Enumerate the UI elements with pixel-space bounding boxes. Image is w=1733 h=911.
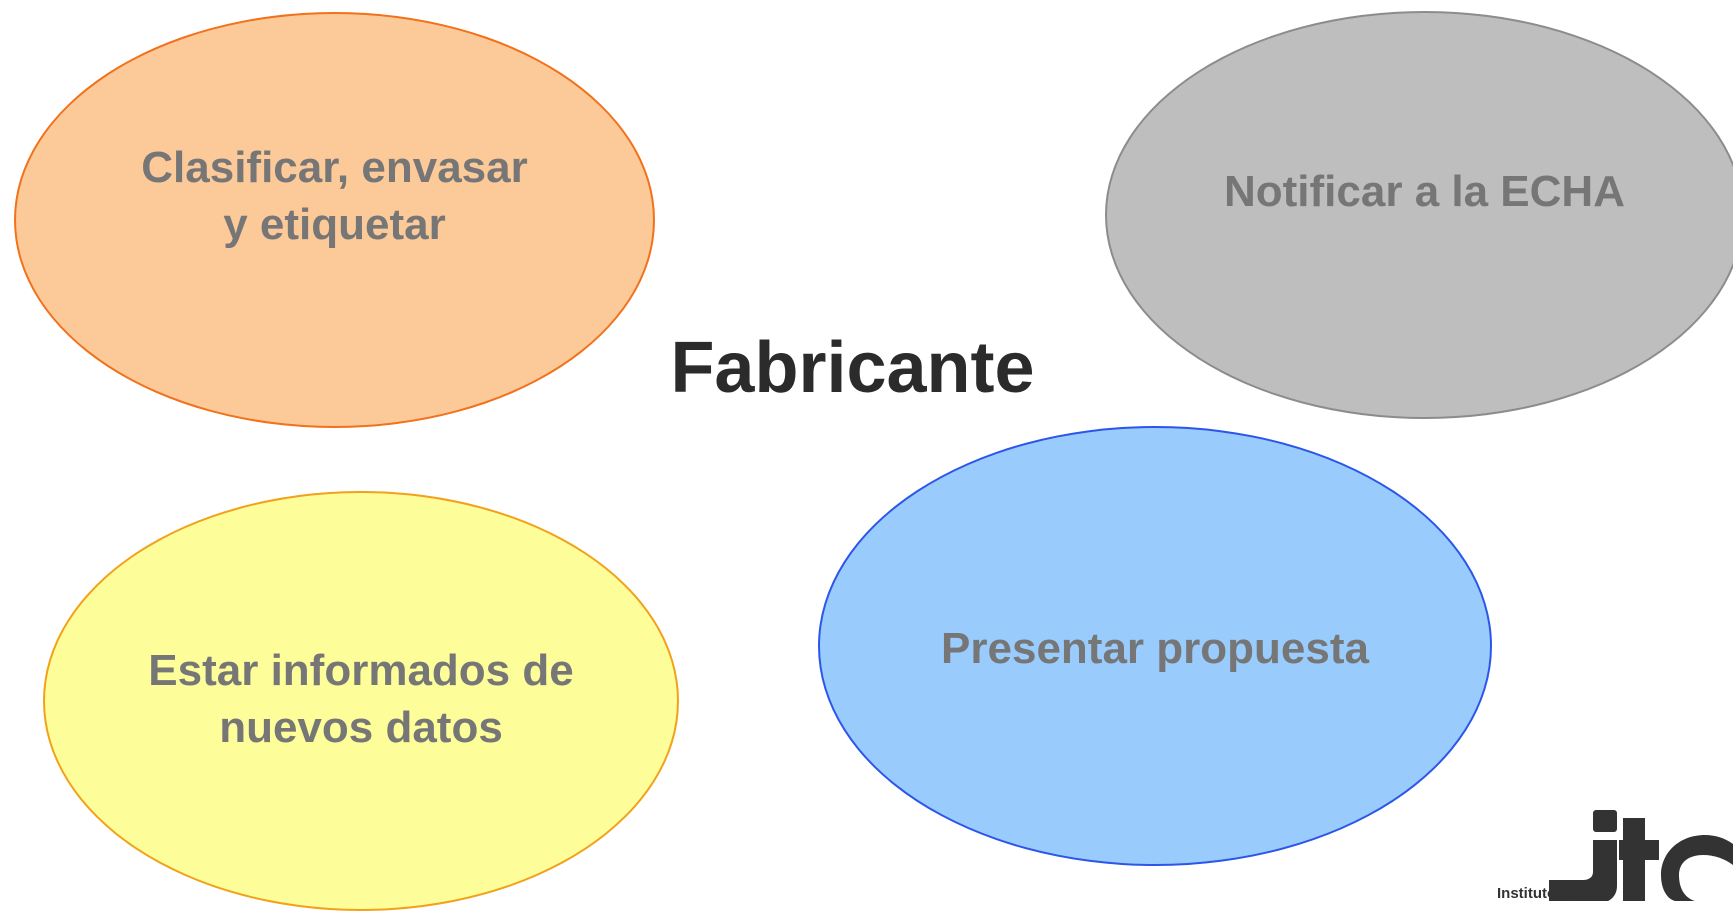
node-proposal-ellipse [818,426,1492,866]
node-classify-line-1: Clasificar, envasar [141,143,528,192]
node-classify-label: Clasificar, envasar y etiquetar [14,139,655,253]
center-title: Fabricante [0,326,1733,410]
logo-caption: Instituto de [1497,885,1578,902]
node-classify-line-2: y etiquetar [223,200,446,249]
center-title-text: Fabricante [670,328,1035,408]
node-notify-ellipse [1105,11,1733,419]
node-notify-label: Notificar a la ECHA [1105,163,1733,220]
node-informed-label: Estar informados de nuevos datos [43,642,679,756]
node-notify-line-1: Notificar a la ECHA [1224,167,1625,216]
node-proposal-line-1: Presentar propuesta [941,624,1369,673]
node-informed-ellipse [43,491,679,911]
node-classify-ellipse [14,12,655,428]
node-informed-line-2: nuevos datos [219,703,503,752]
node-proposal-label: Presentar propuesta [818,620,1492,677]
jtc-logo-icon [1549,810,1733,901]
node-informed-line-1: Estar informados de [148,646,574,695]
